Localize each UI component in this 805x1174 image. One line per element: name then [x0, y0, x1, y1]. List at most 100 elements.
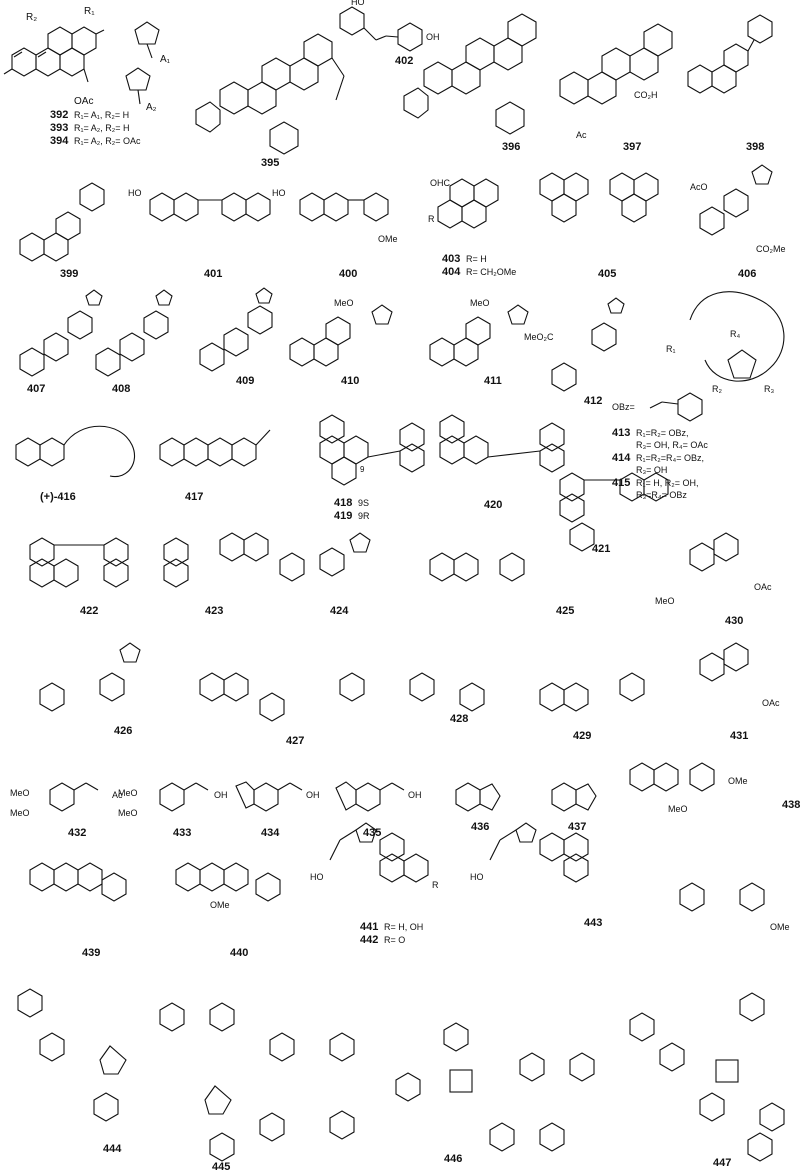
compound-number: 444: [103, 1143, 122, 1155]
meo-411: MeO: [470, 298, 490, 308]
obz-label: OBz=: [612, 402, 635, 412]
structure-420: [439, 414, 565, 473]
structure-440: OMe: [175, 862, 281, 910]
r3-413: R₃: [764, 384, 774, 394]
c9-label: 9: [360, 465, 365, 474]
compound-label: R₃= OH: [636, 465, 667, 475]
ohc-403: OHC: [430, 178, 451, 188]
oac-430: OAc: [754, 582, 772, 592]
structure-425: [429, 522, 595, 582]
compound-number: 447: [713, 1157, 731, 1169]
compound-number: 394: [50, 135, 69, 147]
structure-402: HO OMe: [272, 188, 398, 244]
meo-430: MeO: [655, 596, 675, 606]
compound-label: R₁=R₂= OBz,: [636, 428, 689, 438]
meo-432-b: MeO: [10, 808, 30, 818]
compound-label: R= H, OH: [384, 922, 423, 932]
structure-436: [455, 782, 501, 812]
oac-label: OAc: [74, 96, 93, 107]
ome-402: OMe: [378, 234, 398, 244]
fragment-a1-a2: A₁ A₂: [125, 21, 171, 113]
r2-413: R₂: [712, 384, 722, 394]
compound-number: 440: [230, 947, 248, 959]
ho-443: HO: [470, 872, 484, 882]
compound-number: 407: [27, 383, 45, 395]
structure-429: [539, 672, 645, 712]
compound-number: 425: [556, 605, 574, 617]
compound-label: R₁= A₂, R₂= OAc: [74, 136, 141, 146]
compound-label: R₁= A₂, R₂= H: [74, 123, 130, 133]
compound-number: 412: [584, 395, 602, 407]
compound-number: 426: [114, 725, 132, 737]
compound-number: 401: [204, 268, 222, 280]
structure-428: [409, 672, 485, 712]
compound-number: 419: [334, 510, 352, 522]
compound-number: 400: [339, 268, 357, 280]
structure-398: [687, 14, 773, 94]
compound-number: 397: [623, 141, 641, 153]
structure-431: OAc: [699, 642, 780, 708]
structure-413-415: R₁ R₄ R₂ R₃: [666, 291, 785, 394]
compound-number: 441: [360, 921, 378, 933]
structure-412: MeO₂C: [524, 297, 625, 392]
compound-label: R= O: [384, 935, 405, 945]
structure-427: [199, 672, 365, 722]
compound-number: 392: [50, 109, 68, 121]
ac-397: Ac: [576, 130, 587, 140]
oh-434: OH: [306, 790, 320, 800]
compound-number: 429: [573, 730, 591, 742]
co2h-397: CO₂H: [634, 90, 658, 100]
structure-439: [29, 862, 127, 902]
compound-number: 423: [205, 605, 223, 617]
structure-411: MeO: [429, 298, 529, 367]
compound-label: R₁=R₂=R₄= OBz,: [636, 453, 704, 463]
compound-number: 436: [471, 821, 489, 833]
structure-426: [39, 642, 141, 712]
oh-400-top: HO: [351, 0, 365, 7]
compound-number: 405: [598, 268, 616, 280]
compound-number: 410: [341, 375, 359, 387]
oh-400-right: OH: [426, 32, 440, 42]
oac-431: OAc: [762, 698, 780, 708]
ho-401: HO: [128, 188, 142, 198]
compound-label: 9S: [358, 498, 369, 508]
structure-435: OH: [335, 781, 422, 812]
structure-405: [539, 172, 659, 223]
r4-413: R₄: [730, 329, 740, 339]
compound-number: 393: [50, 122, 68, 134]
compound-label: R₁= H, R₂= OH,: [636, 478, 699, 488]
compound-number: 424: [330, 605, 349, 617]
compound-number: 427: [286, 735, 304, 747]
compound-number: 437: [568, 821, 586, 833]
structure-430: MeO OAc: [655, 532, 772, 606]
co2me-406: CO₂Me: [756, 244, 786, 254]
structure-403-404: OHC R: [428, 178, 499, 229]
compound-number: 399: [60, 268, 78, 280]
compound-number: (+)-416: [40, 491, 76, 503]
meo2c-412: MeO₂C: [524, 332, 554, 342]
structure-418-419: 9: [319, 414, 425, 486]
meo-432-a: MeO: [10, 788, 30, 798]
structure-416: [15, 425, 136, 478]
structure-446: [395, 1022, 595, 1152]
compound-label: R₁= A₁, R₂= H: [74, 110, 129, 120]
structure-447: [629, 992, 785, 1162]
compound-number: 420: [484, 499, 502, 511]
structure-422: [29, 537, 129, 588]
structure-406: AcO CO₂Me: [690, 164, 786, 254]
structure-437: [551, 782, 597, 812]
compound-label: R= H: [466, 254, 487, 264]
structure-409: [199, 287, 273, 372]
compound-number: 395: [261, 157, 279, 169]
structure-424: [279, 532, 371, 582]
compound-number: 442: [360, 934, 378, 946]
compound-number: 430: [725, 615, 743, 627]
structure-407: [19, 289, 103, 377]
structure-444: [17, 988, 235, 1122]
r1-413: R₁: [666, 344, 676, 354]
compound-label: R₃= OH, R₄= OAc: [636, 440, 708, 450]
meo-433-a: MeO: [118, 788, 138, 798]
compound-number: 431: [730, 730, 748, 742]
compound-number: 406: [738, 268, 756, 280]
compound-number: 413: [612, 427, 630, 439]
